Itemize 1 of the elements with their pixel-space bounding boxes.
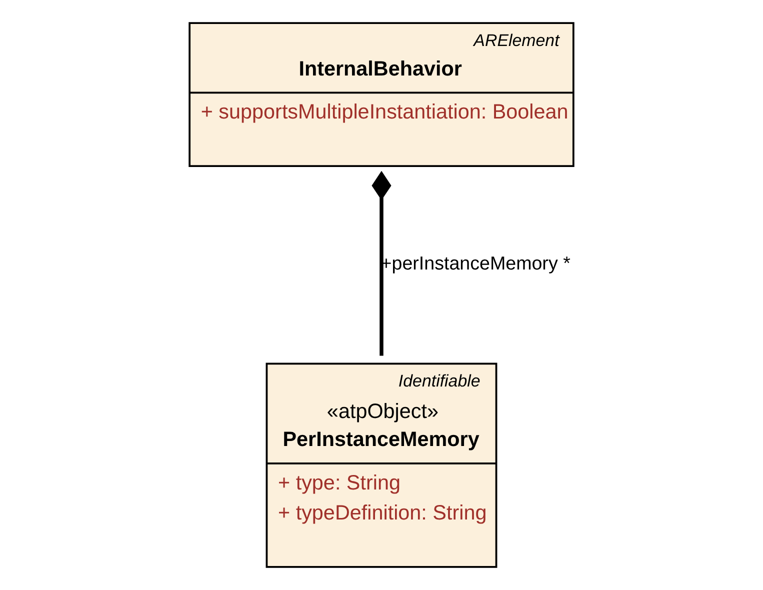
connector <box>372 170 392 356</box>
